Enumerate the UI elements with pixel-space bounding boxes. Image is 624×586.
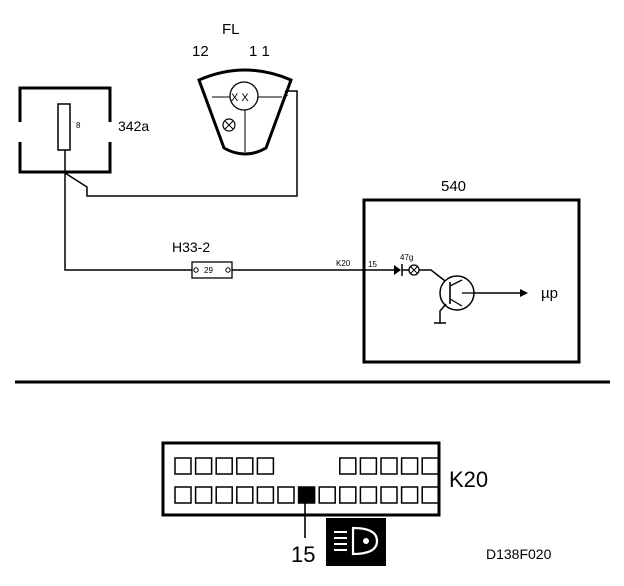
lamp-housing [197, 68, 293, 156]
k20-connector-body [161, 441, 441, 517]
k20-pin [256, 457, 275, 475]
lamp-code-label: 47g [400, 253, 413, 262]
k20-pin [215, 457, 233, 475]
lamp-pin-right-label: 1 1 [249, 43, 270, 60]
lamp-unit-fl: FL 12 1 1 X X 1 [192, 21, 293, 156]
k20-pin [174, 457, 192, 475]
wire-fuse-to-h33 [64, 150, 192, 271]
k20-pin [400, 486, 419, 504]
k20-pin-highlighted [297, 486, 316, 504]
control-unit-label: 540 [441, 178, 466, 195]
k20-pin [400, 457, 419, 475]
k20-pin [359, 457, 378, 475]
k20-pin [256, 486, 275, 504]
signal-arrow-icon [520, 289, 528, 297]
svg-text:X X: X X [231, 92, 249, 104]
k20-pin [194, 486, 213, 504]
headlight-icon [326, 518, 386, 566]
diagram-code: D138F020 [486, 546, 552, 562]
k20-pin [215, 486, 233, 504]
h33-label: H33-2 [172, 239, 210, 255]
k20-pin [194, 457, 213, 475]
wires [64, 90, 364, 271]
control-unit-540: 540 K20 15 47g µp [336, 178, 581, 364]
k20-pin-grid [174, 457, 439, 504]
h33-pin-label: 29 [204, 266, 213, 275]
k20-pin [339, 486, 357, 504]
k20-label: K20 [449, 467, 488, 492]
connector-h33-2: H33-2 29 [172, 239, 233, 279]
k20-pin [359, 486, 378, 504]
fuse-box-label: 342a [118, 118, 149, 134]
lamp-pin-left-label: 12 [192, 43, 209, 60]
k20-pin-number-label: 15 [291, 542, 315, 567]
k20-pin [339, 457, 357, 475]
k20-pin [380, 486, 398, 504]
fuse-box-342a: 8 342a [18, 86, 149, 174]
k20-pin [236, 457, 254, 475]
control-unit-frame [362, 198, 581, 364]
connector-k20: K20 15 [161, 441, 488, 567]
fuse-number-label: 8 [76, 121, 81, 130]
wire-lamp-to-fuse [64, 90, 298, 197]
k20-pin [277, 486, 295, 504]
k20-pin [421, 457, 439, 475]
lamp-terminal-label: 1 [284, 89, 289, 98]
fuse-icon [57, 103, 71, 151]
wire-label-k20: K20 [336, 259, 351, 268]
control-unit-pin-label: 15 [368, 260, 377, 269]
h33-connector-body [191, 261, 233, 279]
k20-pin [174, 486, 192, 504]
k20-pin [236, 486, 254, 504]
main-bulb-icon [229, 81, 259, 111]
k20-pin [318, 486, 336, 504]
diode-icon [394, 265, 401, 275]
k20-pin [380, 457, 398, 475]
lamp-unit-label: FL [222, 21, 240, 38]
signal-label: µp [541, 285, 558, 302]
k20-pin [421, 486, 439, 504]
